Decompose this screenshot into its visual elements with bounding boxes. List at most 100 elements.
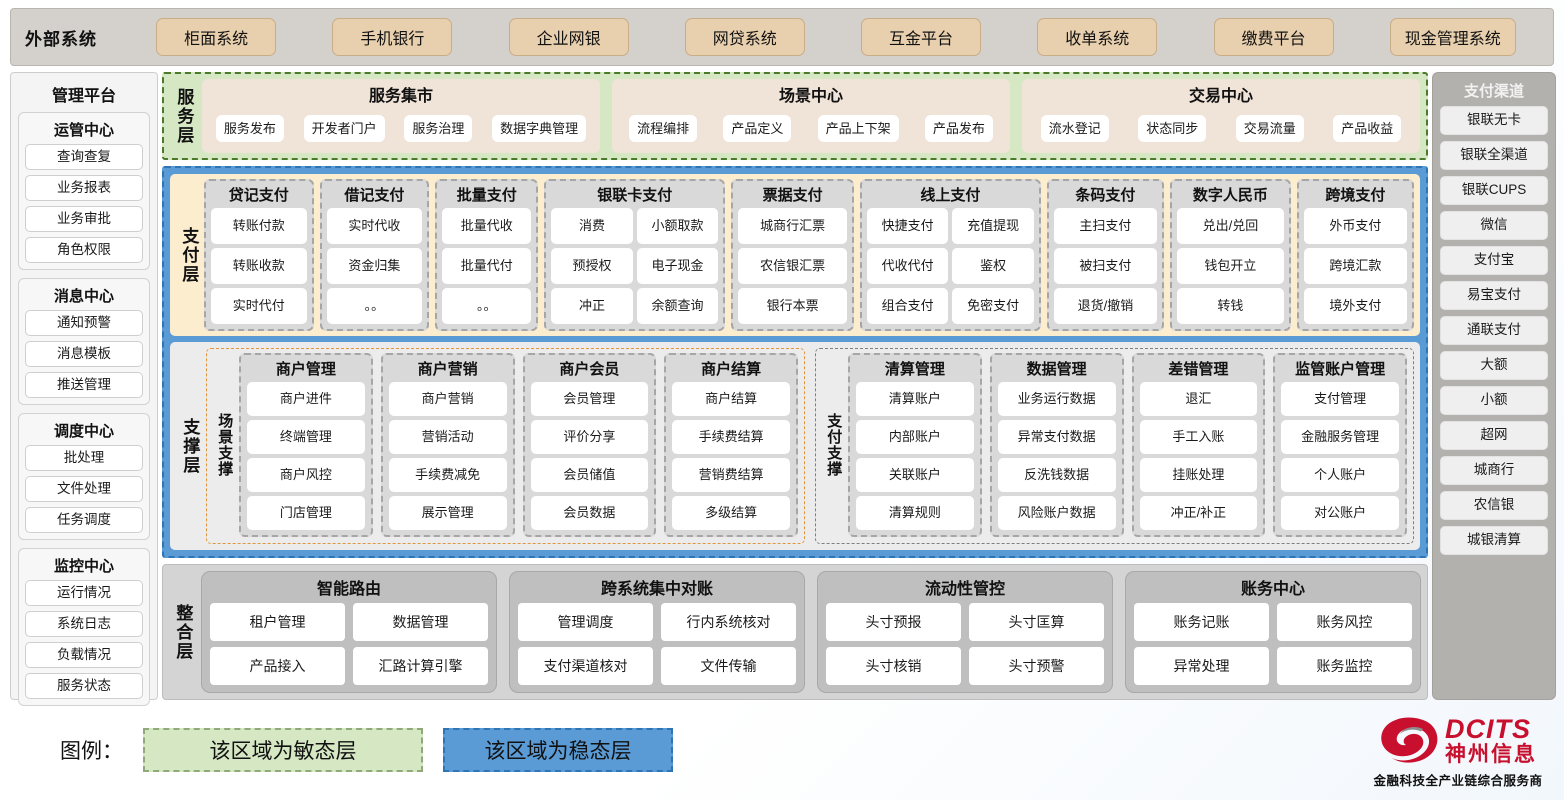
service-item[interactable]: 产品定义 bbox=[723, 115, 792, 142]
external-system-item[interactable]: 互金平台 bbox=[861, 18, 982, 56]
pay-support-item[interactable]: 挂账处理 bbox=[1139, 458, 1258, 492]
integration-item[interactable]: 汇路计算引擎 bbox=[353, 647, 488, 685]
scene-item[interactable]: 商户结算 bbox=[672, 382, 790, 416]
scene-item[interactable]: 营销费结算 bbox=[672, 458, 790, 492]
scene-item[interactable]: 商户营销 bbox=[388, 382, 507, 416]
scene-item[interactable]: 手续费减免 bbox=[388, 458, 507, 492]
pay-item[interactable]: 境外支付 bbox=[1303, 288, 1407, 324]
payment-channel-item[interactable]: 银联无卡 bbox=[1440, 106, 1548, 135]
payment-channel-item[interactable]: 小额 bbox=[1440, 386, 1548, 415]
management-item[interactable]: 业务报表 bbox=[25, 175, 143, 201]
scene-item[interactable]: 营销活动 bbox=[388, 420, 507, 454]
service-item[interactable]: 状态同步 bbox=[1138, 115, 1207, 142]
pay-support-item[interactable]: 内部账户 bbox=[856, 420, 974, 454]
pay-item[interactable]: 兑出/兑回 bbox=[1176, 208, 1284, 244]
pay-support-item[interactable]: 支付管理 bbox=[1281, 382, 1399, 416]
integration-item[interactable]: 租户管理 bbox=[210, 603, 345, 641]
management-item[interactable]: 推送管理 bbox=[25, 372, 143, 398]
management-item[interactable]: 角色权限 bbox=[25, 237, 143, 263]
pay-item[interactable]: 农信银汇票 bbox=[738, 248, 847, 284]
payment-channel-item[interactable]: 易宝支付 bbox=[1440, 281, 1548, 310]
scene-item[interactable]: 会员储值 bbox=[530, 458, 649, 492]
pay-item[interactable]: 批量代收 bbox=[442, 208, 532, 244]
external-system-item[interactable]: 现金管理系统 bbox=[1389, 18, 1516, 56]
integration-item[interactable]: 账务风控 bbox=[1277, 603, 1412, 641]
payment-channel-item[interactable]: 大额 bbox=[1440, 351, 1548, 380]
external-system-item[interactable]: 柜面系统 bbox=[156, 18, 277, 56]
pay-support-item[interactable]: 手工入账 bbox=[1139, 420, 1258, 454]
scene-item[interactable]: 商户进件 bbox=[247, 382, 365, 416]
pay-item[interactable]: 组合支付 bbox=[866, 288, 949, 324]
scene-item[interactable]: 评价分享 bbox=[530, 420, 649, 454]
management-item[interactable]: 文件处理 bbox=[25, 476, 143, 502]
integration-item[interactable]: 支付渠道核对 bbox=[518, 647, 653, 685]
pay-item[interactable]: 电子现金 bbox=[636, 248, 719, 284]
pay-item[interactable]: 银行本票 bbox=[738, 288, 847, 324]
pay-support-item[interactable]: 金融服务管理 bbox=[1281, 420, 1399, 454]
service-item[interactable]: 产品发布 bbox=[924, 115, 993, 142]
management-item[interactable]: 查询查复 bbox=[25, 144, 143, 170]
service-item[interactable]: 产品收益 bbox=[1333, 115, 1402, 142]
pay-item[interactable]: 快捷支付 bbox=[866, 208, 949, 244]
pay-item[interactable]: 退货/撤销 bbox=[1053, 288, 1157, 324]
management-item[interactable]: 任务调度 bbox=[25, 507, 143, 533]
service-item[interactable]: 服务发布 bbox=[215, 115, 284, 142]
integration-item[interactable]: 文件传输 bbox=[661, 647, 796, 685]
pay-item[interactable]: 转钱 bbox=[1176, 288, 1284, 324]
pay-item[interactable]: 资金归集 bbox=[326, 248, 423, 284]
payment-channel-item[interactable]: 支付宝 bbox=[1440, 246, 1548, 275]
management-item[interactable]: 业务审批 bbox=[25, 206, 143, 232]
payment-channel-item[interactable]: 超网 bbox=[1440, 421, 1548, 450]
pay-support-item[interactable]: 关联账户 bbox=[856, 458, 974, 492]
service-item[interactable]: 开发者门户 bbox=[303, 115, 385, 142]
pay-item[interactable]: 被扫支付 bbox=[1053, 248, 1157, 284]
service-item[interactable]: 数据字典管理 bbox=[492, 115, 587, 142]
pay-item[interactable]: 免密支付 bbox=[952, 288, 1034, 324]
payment-channel-item[interactable]: 银联全渠道 bbox=[1440, 141, 1548, 170]
pay-item[interactable]: 城商行汇票 bbox=[738, 208, 847, 244]
management-item[interactable]: 批处理 bbox=[25, 445, 143, 471]
pay-item[interactable]: 鉴权 bbox=[952, 248, 1034, 284]
external-system-item[interactable]: 企业网银 bbox=[508, 18, 629, 56]
scene-item[interactable]: 手续费结算 bbox=[672, 420, 790, 454]
pay-support-item[interactable]: 风险账户数据 bbox=[997, 496, 1116, 530]
service-item[interactable]: 产品上下架 bbox=[817, 115, 899, 142]
external-system-item[interactable]: 缴费平台 bbox=[1213, 18, 1334, 56]
pay-item[interactable]: 预授权 bbox=[551, 248, 633, 284]
integration-item[interactable]: 异常处理 bbox=[1134, 647, 1269, 685]
external-system-item[interactable]: 收单系统 bbox=[1037, 18, 1158, 56]
pay-support-item[interactable]: 冲正/补正 bbox=[1139, 496, 1258, 530]
service-item[interactable]: 流程编排 bbox=[629, 115, 698, 142]
pay-item[interactable]: 转账付款 bbox=[211, 208, 307, 244]
management-item[interactable]: 消息模板 bbox=[25, 341, 143, 367]
pay-item[interactable]: 批量代付 bbox=[442, 248, 532, 284]
pay-support-item[interactable]: 反洗钱数据 bbox=[997, 458, 1116, 492]
payment-channel-item[interactable]: 农信银 bbox=[1440, 491, 1548, 520]
management-item[interactable]: 通知预警 bbox=[25, 310, 143, 336]
pay-support-item[interactable]: 退汇 bbox=[1139, 382, 1258, 416]
pay-item[interactable]: 充值提现 bbox=[952, 208, 1034, 244]
integration-item[interactable]: 数据管理 bbox=[353, 603, 488, 641]
management-item[interactable]: 服务状态 bbox=[25, 673, 143, 699]
pay-support-item[interactable]: 清算账户 bbox=[856, 382, 974, 416]
scene-item[interactable]: 会员管理 bbox=[530, 382, 649, 416]
payment-channel-item[interactable]: 通联支付 bbox=[1440, 316, 1548, 345]
scene-item[interactable]: 门店管理 bbox=[247, 496, 365, 530]
pay-item[interactable]: 冲正 bbox=[551, 288, 633, 324]
scene-item[interactable]: 展示管理 bbox=[388, 496, 507, 530]
payment-channel-item[interactable]: 城银清算 bbox=[1440, 526, 1548, 555]
payment-channel-item[interactable]: 城商行 bbox=[1440, 456, 1548, 485]
management-item[interactable]: 运行情况 bbox=[25, 580, 143, 606]
integration-item[interactable]: 头寸核销 bbox=[826, 647, 961, 685]
pay-item[interactable]: 。。 bbox=[326, 288, 423, 324]
pay-support-item[interactable]: 清算规则 bbox=[856, 496, 974, 530]
pay-item[interactable]: 代收代付 bbox=[866, 248, 949, 284]
payment-channel-item[interactable]: 银联CUPS bbox=[1440, 176, 1548, 205]
external-system-item[interactable]: 手机银行 bbox=[332, 18, 453, 56]
service-item[interactable]: 流水登记 bbox=[1040, 115, 1109, 142]
external-system-item[interactable]: 网贷系统 bbox=[684, 18, 805, 56]
service-item[interactable]: 交易流量 bbox=[1235, 115, 1304, 142]
integration-item[interactable]: 头寸预警 bbox=[969, 647, 1104, 685]
integration-item[interactable]: 账务记账 bbox=[1134, 603, 1269, 641]
scene-item[interactable]: 商户风控 bbox=[247, 458, 365, 492]
